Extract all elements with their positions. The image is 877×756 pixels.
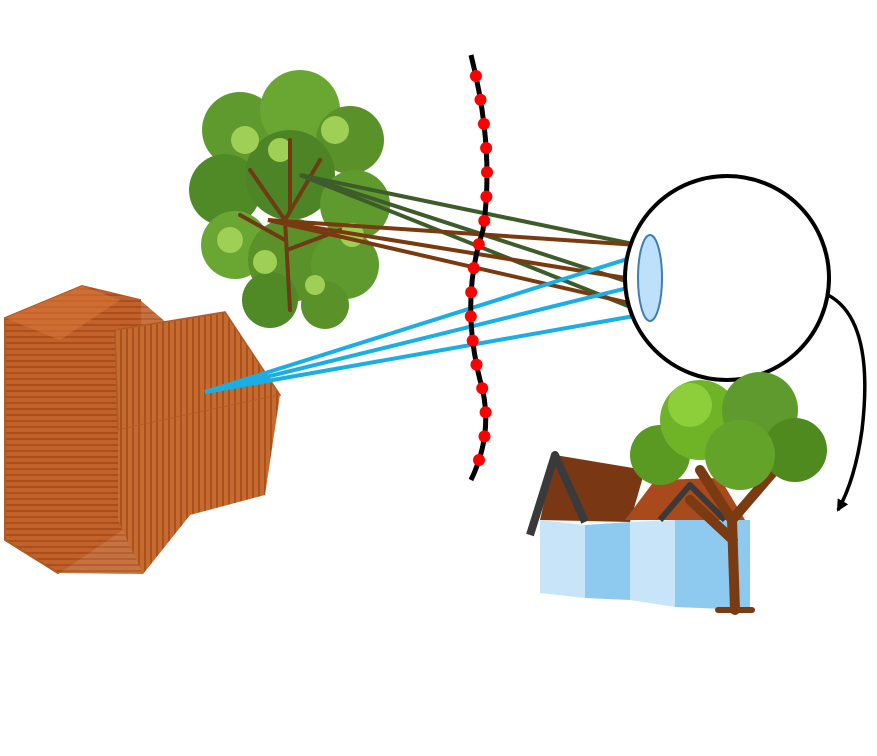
sample-point <box>478 430 491 443</box>
sample-point <box>465 286 478 299</box>
sample-point <box>466 334 479 347</box>
sample-point <box>473 454 485 466</box>
tree-rays-brown <box>267 218 639 307</box>
sample-points <box>464 70 493 466</box>
house-with-tree-icon <box>526 372 827 615</box>
sample-point <box>477 117 490 130</box>
roof-object-icon <box>4 284 282 575</box>
sample-point <box>478 214 491 227</box>
sample-surface <box>464 54 493 482</box>
sample-point <box>464 310 477 323</box>
roof-rays-blue <box>204 253 641 394</box>
perception-arrow-icon <box>827 293 867 512</box>
eye-icon <box>623 174 831 382</box>
sample-point <box>470 358 483 371</box>
sample-point <box>467 262 480 274</box>
sample-point <box>476 382 489 395</box>
sample-point <box>469 70 482 82</box>
sample-point <box>481 166 493 179</box>
sample-point <box>479 406 492 419</box>
sample-point <box>474 93 487 106</box>
tree-icon <box>189 70 390 329</box>
sample-point <box>480 142 493 154</box>
sample-point <box>472 238 485 251</box>
light-rays <box>204 173 641 394</box>
sample-point <box>480 190 493 203</box>
tree-rays-dark-green <box>299 173 639 312</box>
eye-lens-icon <box>637 234 663 322</box>
